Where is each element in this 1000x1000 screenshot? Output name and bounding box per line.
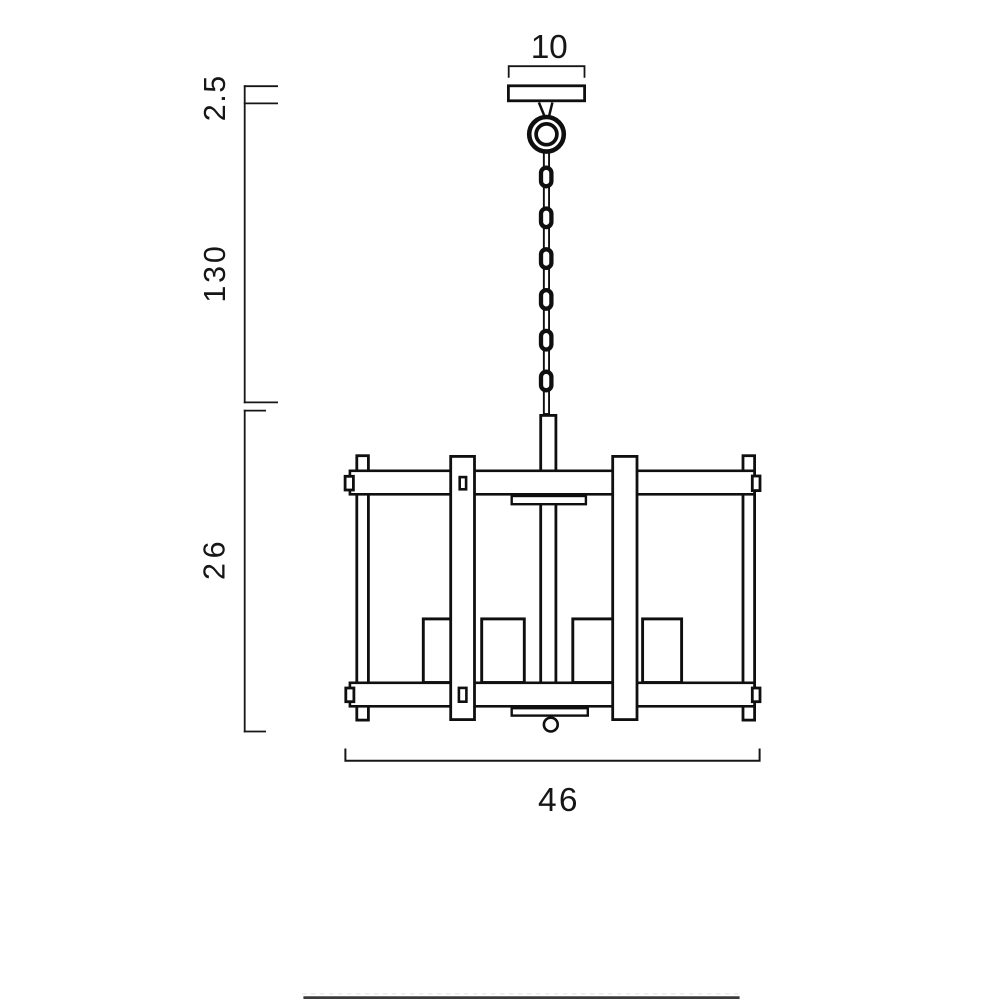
svg-text:2.5: 2.5	[198, 76, 232, 122]
svg-text:130: 130	[198, 246, 232, 303]
svg-text:10: 10	[531, 29, 568, 66]
